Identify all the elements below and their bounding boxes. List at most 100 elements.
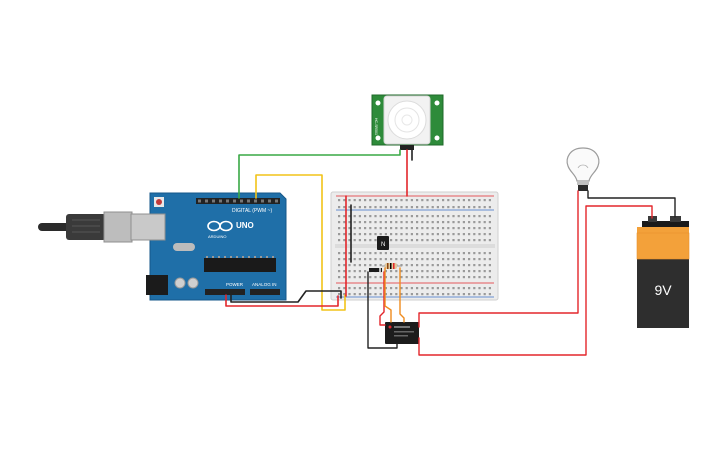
breadboard-hole (483, 270, 486, 273)
breadboard-hole (462, 287, 465, 290)
breadboard-hole (343, 215, 346, 218)
breadboard-hole (452, 199, 455, 202)
breadboard-hole (369, 258, 372, 261)
breadboard-hole (338, 239, 341, 242)
breadboard-hole (400, 252, 403, 255)
resistor[interactable] (382, 263, 402, 269)
wire-orange-2 (399, 267, 405, 323)
breadboard-hole (338, 287, 341, 290)
breadboard-hole (348, 293, 351, 296)
relay-module[interactable] (385, 322, 419, 344)
breadboard-hole (442, 206, 445, 209)
battery-9v[interactable]: 9V (636, 216, 690, 328)
breadboard-hole (338, 206, 341, 209)
breadboard-hole (358, 199, 361, 202)
board-model-label: UNO (236, 221, 254, 230)
breadboard-hole (468, 264, 471, 267)
breadboard-hole (447, 252, 450, 255)
breadboard-hole (421, 221, 424, 224)
breadboard-hole (405, 276, 408, 279)
breadboard-hole (488, 270, 491, 273)
arduino-uno-board[interactable]: DIGITAL (PWM ~) UNO ARDUINO POWER ANALOG… (130, 192, 287, 301)
breadboard-hole (374, 287, 377, 290)
breadboard-hole (338, 215, 341, 218)
breadboard-hole (426, 264, 429, 267)
breadboard-hole (452, 264, 455, 267)
breadboard-hole (405, 199, 408, 202)
breadboard-hole (431, 239, 434, 242)
breadboard-hole (416, 215, 419, 218)
breadboard-hole (405, 287, 408, 290)
diode[interactable] (369, 268, 382, 272)
breadboard-hole (473, 233, 476, 236)
breadboard-hole (473, 287, 476, 290)
npn-transistor[interactable]: N (377, 236, 389, 250)
breadboard-hole (483, 287, 486, 290)
breadboard-hole (353, 252, 356, 255)
breadboard-hole (468, 270, 471, 273)
breadboard-hole (410, 227, 413, 230)
breadboard-hole (488, 221, 491, 224)
breadboard-hole (379, 233, 382, 236)
breadboard-hole (488, 258, 491, 261)
breadboard-hole (447, 215, 450, 218)
breadboard-hole (442, 270, 445, 273)
breadboard-hole (462, 233, 465, 236)
breadboard-hole (416, 199, 419, 202)
light-bulb[interactable] (566, 147, 600, 191)
breadboard-hole (379, 206, 382, 209)
breadboard-hole (416, 270, 419, 273)
breadboard-hole (353, 206, 356, 209)
breadboard-hole (384, 206, 387, 209)
pir-motion-sensor[interactable]: HC-SR501 PIR SENSOR (371, 94, 448, 150)
breadboard-hole (431, 293, 434, 296)
breadboard-hole (353, 221, 356, 224)
breadboard-hole (447, 264, 450, 267)
breadboard-hole (462, 215, 465, 218)
breadboard-hole (390, 215, 393, 218)
breadboard-hole (447, 206, 450, 209)
breadboard-hole (447, 293, 450, 296)
breadboard-hole (353, 215, 356, 218)
breadboard-hole (343, 233, 346, 236)
reset-button[interactable] (156, 199, 162, 205)
breadboard-hole (431, 264, 434, 267)
breadboard-hole (374, 233, 377, 236)
breadboard-hole (436, 287, 439, 290)
breadboard-hole (473, 276, 476, 279)
breadboard-hole (410, 258, 413, 261)
breadboard-hole (436, 215, 439, 218)
breadboard-hole (358, 206, 361, 209)
breadboard-hole (400, 227, 403, 230)
breadboard-hole (353, 227, 356, 230)
breadboard[interactable] (330, 191, 499, 301)
breadboard-hole (431, 258, 434, 261)
breadboard-hole (353, 270, 356, 273)
breadboard-hole (431, 276, 434, 279)
breadboard-hole (457, 215, 460, 218)
breadboard-hole (390, 276, 393, 279)
breadboard-hole (353, 199, 356, 202)
breadboard-hole (426, 276, 429, 279)
breadboard-hole (348, 276, 351, 279)
breadboard-hole (478, 233, 481, 236)
breadboard-hole (421, 276, 424, 279)
breadboard-hole (353, 258, 356, 261)
breadboard-hole (447, 199, 450, 202)
breadboard-hole (400, 215, 403, 218)
breadboard-hole (426, 252, 429, 255)
breadboard-hole (416, 239, 419, 242)
breadboard-hole (488, 206, 491, 209)
breadboard-hole (400, 264, 403, 267)
breadboard-hole (364, 287, 367, 290)
breadboard-hole (488, 252, 491, 255)
breadboard-hole (348, 264, 351, 267)
breadboard-hole (421, 287, 424, 290)
breadboard-hole (421, 233, 424, 236)
breadboard-hole (431, 233, 434, 236)
breadboard-hole (384, 258, 387, 261)
breadboard-hole (364, 264, 367, 267)
breadboard-hole (426, 233, 429, 236)
breadboard-hole (431, 221, 434, 224)
breadboard-hole (488, 276, 491, 279)
